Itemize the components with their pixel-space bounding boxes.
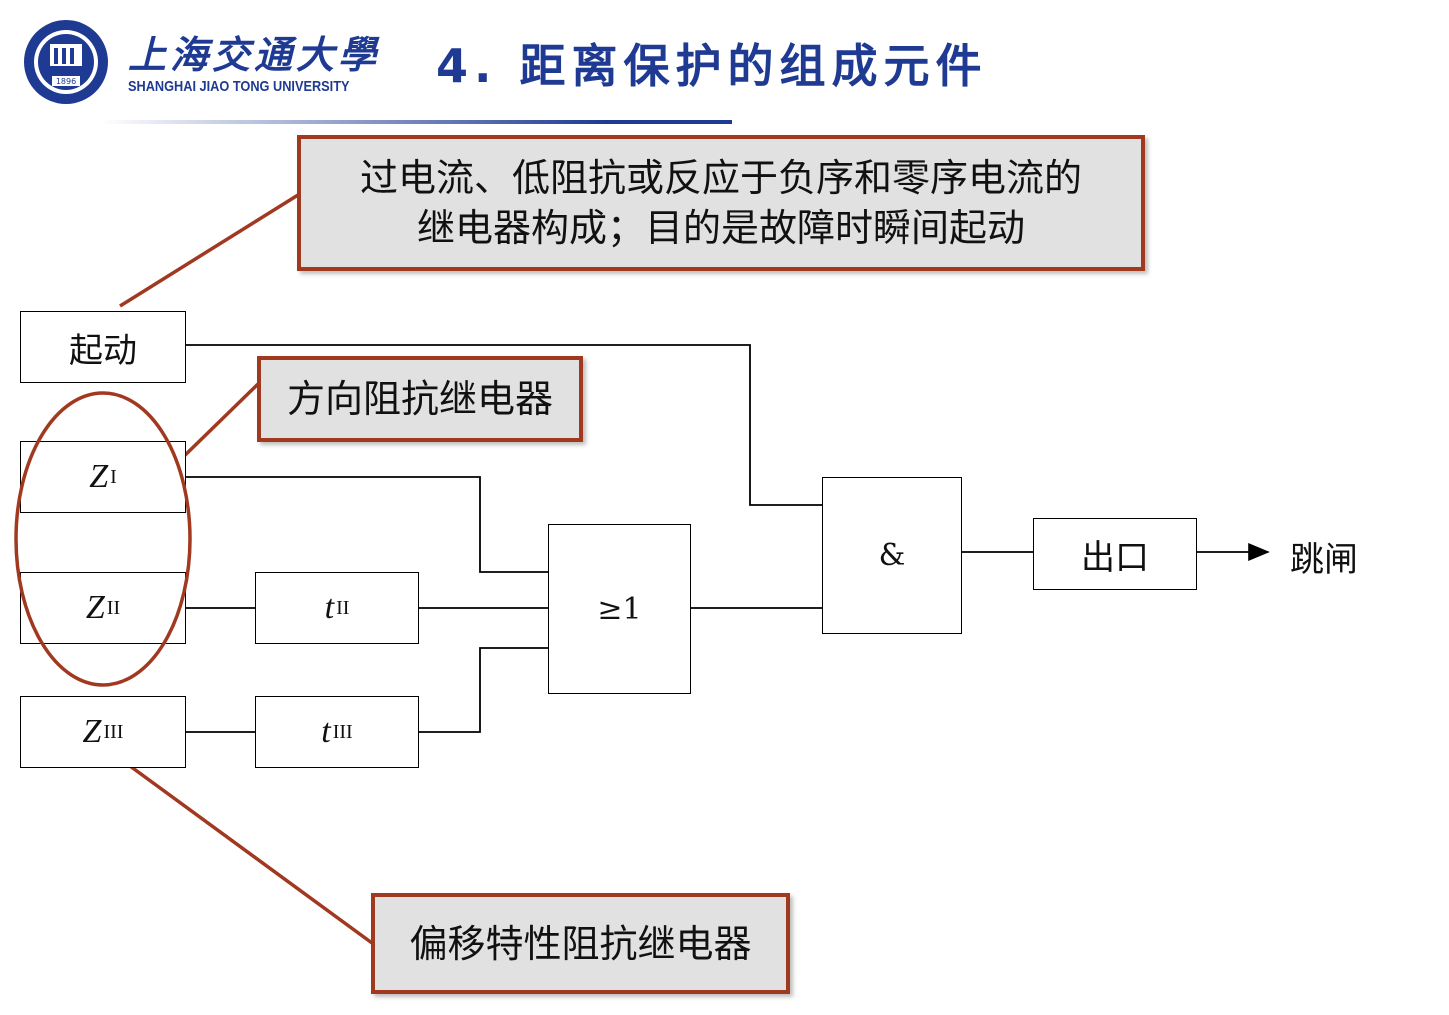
timer3-subscript: III [332,720,353,743]
startup-label: 起动 [69,330,137,371]
wire-z1-to-or [186,476,548,573]
output-label: 出口 [1081,537,1149,578]
timer2-subscript: II [336,596,350,619]
seal-year: 1896 [56,77,76,86]
or-gate-label: ≥1 [597,591,642,627]
title-divider [100,120,732,124]
university-name-en: SHANGHAI JIAO TONG UNIVERSITY [128,78,350,95]
callout-startup-line1: 过电流、低阻抗或反应于负序和零序电流的 [359,156,1082,200]
university-name-cn: 上海交通大學 [128,32,381,77]
output-block: 出口 [1033,518,1197,590]
zone1-symbol: Z [89,458,109,495]
slide-title: 4. 距离保护的组成元件 [436,39,988,93]
leader-startup [119,193,299,308]
leader-offset [128,764,374,945]
zone2-symbol: Z [85,589,105,626]
timer2-symbol: t [324,589,335,626]
zone3-subscript: III [103,720,124,743]
callout-offset: 偏移特性阻抗继电器 [371,893,790,994]
callout-directional-text: 方向阻抗继电器 [286,377,553,421]
startup-block: 起动 [20,311,186,383]
zone3-symbol: Z [82,713,102,750]
callout-startup: 过电流、低阻抗或反应于负序和零序电流的 继电器构成；目的是故障时瞬间起动 [297,135,1145,271]
trip-label: 跳闸 [1290,540,1358,580]
zone1-subscript: I [110,465,117,488]
callout-startup-line2: 继电器构成；目的是故障时瞬间起动 [416,206,1025,250]
zone2-subscript: II [106,596,121,619]
leader-directional [176,382,260,464]
callout-directional: 方向阻抗继电器 [257,356,583,442]
university-seal-icon: 1896 [24,20,108,104]
wire-t3-to-or [419,647,548,733]
callout-offset-text: 偏移特性阻抗继电器 [409,921,752,966]
timer3-symbol: t [321,713,331,750]
wire-start-to-and [186,344,822,506]
and-gate-label: & [878,538,906,573]
and-gate: & [822,477,962,634]
or-gate: ≥1 [548,524,691,694]
